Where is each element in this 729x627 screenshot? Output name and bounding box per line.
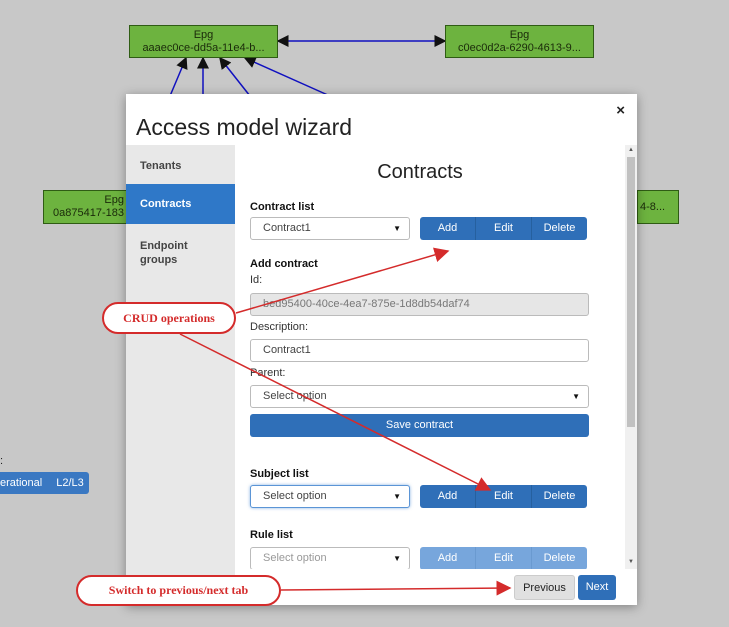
dropdown-caret-icon: ▼ (393, 554, 401, 563)
id-field: bed95400-40ce-4ea7-875e-1d8db54daf74 (250, 293, 589, 316)
scroll-up-icon[interactable]: ▲ (628, 147, 634, 153)
epg-node-3[interactable]: Epg 0a875417-183 (43, 190, 127, 224)
add-contract-label: Add contract (250, 258, 318, 270)
content-scrollbar[interactable]: ▲ ▼ (625, 145, 637, 569)
delete-subject-button[interactable]: Delete (532, 485, 587, 508)
sidebar-item-contracts[interactable]: Contracts (126, 184, 235, 224)
parent-label: Parent: (250, 367, 286, 379)
close-icon[interactable]: × (616, 102, 625, 119)
parent-select[interactable]: Select option ▼ (250, 385, 589, 408)
edit-subject-button[interactable]: Edit (476, 485, 532, 508)
rule-crud-buttons: Add Edit Delete (420, 547, 587, 569)
epg-node-1[interactable]: Epg aaaec0ce-dd5a-11e4-b... (129, 25, 278, 58)
parent-select-value: Select option (263, 390, 327, 402)
sidebar-item-endpoint-groups[interactable]: Endpoint groups (140, 240, 188, 266)
subject-select-value: Select option (263, 490, 327, 502)
save-contract-button[interactable]: Save contract (250, 414, 589, 437)
subject-crud-buttons: Add Edit Delete (420, 485, 587, 508)
dropdown-caret-icon: ▼ (393, 224, 401, 233)
rule-select[interactable]: Select option ▼ (250, 547, 410, 569)
rule-select-value: Select option (263, 552, 327, 564)
scroll-thumb[interactable] (627, 157, 635, 427)
modal-title: Access model wizard (136, 114, 353, 140)
contract-list-label: Contract list (250, 201, 315, 213)
add-rule-button[interactable]: Add (420, 547, 476, 569)
contract-crud-buttons: Add Edit Delete (420, 217, 587, 240)
subject-list-label: Subject list (250, 468, 309, 480)
epg-node-id: aaaec0ce-dd5a-11e4-b... (142, 42, 265, 54)
subject-select[interactable]: Select option ▼ (250, 485, 410, 508)
epg-node-type: Epg (193, 29, 214, 41)
dropdown-caret-icon: ▼ (572, 392, 580, 401)
previous-button[interactable]: Previous (514, 575, 575, 600)
rule-list-label: Rule list (250, 529, 293, 541)
id-label: Id: (250, 274, 263, 286)
contract-select[interactable]: Contract1 ▼ (250, 217, 410, 240)
next-button[interactable]: Next (578, 575, 616, 600)
content-title: Contracts (377, 161, 463, 183)
add-subject-button[interactable]: Add (420, 485, 476, 508)
epg-node-2[interactable]: Epg c0ec0d2a-6290-4613-9... (445, 25, 594, 58)
description-field[interactable]: Contract1 (250, 339, 589, 362)
edit-rule-button[interactable]: Edit (476, 547, 532, 569)
epg-node-id: c0ec0d2a-6290-4613-9... (458, 42, 581, 54)
sidebar-item-tenants[interactable]: Tenants (140, 160, 182, 172)
description-label: Description: (250, 321, 309, 333)
access-model-wizard-dialog: Access model wizard × Tenants Contracts … (126, 94, 637, 605)
add-contract-button[interactable]: Add (420, 217, 476, 240)
epg-node-type: Epg (104, 194, 124, 206)
epg-node-type: Epg (509, 29, 530, 41)
delete-contract-button[interactable]: Delete (532, 217, 587, 240)
background-button-text: erational (0, 477, 43, 489)
scroll-down-icon[interactable]: ▼ (628, 559, 634, 565)
background-operational-button[interactable]: erational L2/L3 (0, 472, 89, 494)
crud-operations-callout: CRUD operations (102, 302, 236, 334)
dropdown-caret-icon: ▼ (393, 492, 401, 501)
delete-rule-button[interactable]: Delete (532, 547, 587, 569)
epg-node-id: 0a875417-183 (53, 207, 124, 219)
wizard-content: Contracts Contract list Contract1 ▼ Add … (235, 145, 625, 569)
epg-node-4[interactable]: 4-8... (637, 190, 679, 224)
background-button-text-2: L2/L3 (56, 477, 84, 489)
wizard-sidebar: Tenants Contracts Endpoint groups (126, 145, 235, 605)
contract-select-value: Contract1 (263, 222, 311, 234)
background-status-label: : (0, 455, 4, 467)
switch-tab-callout: Switch to previous/next tab (76, 575, 281, 606)
edit-contract-button[interactable]: Edit (476, 217, 532, 240)
epg-node-id: 4-8... (640, 201, 666, 213)
